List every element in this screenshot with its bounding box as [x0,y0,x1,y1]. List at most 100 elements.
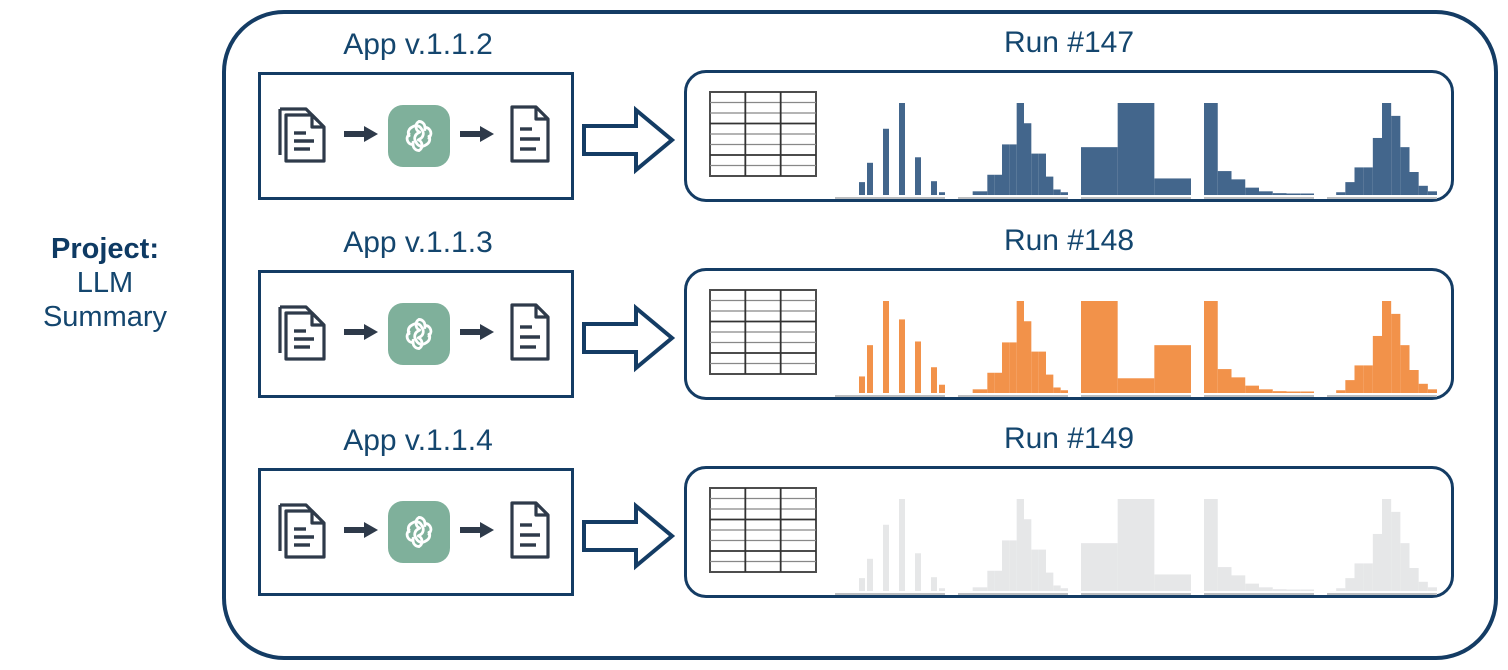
histogram-baseline [1326,395,1437,397]
histogram-sharp-peak [1335,103,1437,195]
run-label-3: Run #149 [1003,422,1135,455]
histogram-sharp-peak [1335,499,1437,591]
histogram-spiky-normal [859,301,946,393]
stacked-documents-icon [278,502,326,559]
document-icon [510,302,550,361]
app-version-label-3: App v.1.1.4 [343,424,493,457]
histogram-baseline [1326,593,1437,595]
stacked-documents-icon [278,304,326,361]
histogram-right-skewed-normal [972,301,1069,393]
histogram-strip-2 [817,271,1451,397]
histogram-right-skewed-normal [958,103,1069,199]
histogram-sharp-peak [1326,499,1437,595]
small-arrow-icon [344,520,378,545]
small-arrow-icon [460,323,494,340]
openai-logo-tile [388,501,450,563]
table-thumbnail-icon [709,486,817,578]
run-panel-2[interactable] [684,268,1454,400]
histogram-baseline [1203,395,1314,397]
run-panel-1[interactable] [684,70,1454,202]
histogram-baseline [958,395,1069,397]
table-thumbnail-icon [709,486,817,573]
app-version-label-1: App v.1.1.2 [343,28,493,61]
block-arrow-icon [582,501,676,571]
histogram-baseline [835,395,946,397]
small-arrow-icon [460,124,494,149]
table-thumbnail-icon [709,90,817,177]
histogram-exponential-decay [1203,499,1314,595]
pipeline-row-1: App v.1.1.2 Run #147 [222,24,1498,224]
app-version-label-2: App v.1.1.3 [343,226,493,259]
histogram-three-bar [1080,301,1191,397]
histogram-baseline [835,593,946,595]
histogram-right-skewed-normal [972,103,1069,195]
stacked-documents-icon [276,299,334,370]
small-arrow-icon [460,322,494,347]
histogram-baseline [835,197,946,199]
run-panel-3[interactable] [684,466,1454,598]
histogram-baseline [1080,197,1191,199]
histogram-spiky-normal [835,301,946,397]
flow-arrow-1 [580,100,676,185]
small-arrow-icon [344,323,378,340]
histogram-sharp-peak [1335,301,1437,393]
histogram-baseline [1203,197,1314,199]
block-arrow-icon [582,303,676,373]
openai-logo-icon [405,318,433,350]
project-label-line-1: LLM [76,267,134,300]
pipeline-row-2: App v.1.1.3 Run #148 [222,222,1498,422]
histogram-spiky-normal [859,103,946,195]
histogram-exponential-decay [1203,103,1314,195]
small-arrow-icon [344,124,378,149]
small-arrow-icon [460,521,494,538]
histogram-right-skewed-normal [972,499,1069,591]
histogram-baseline [958,593,1069,595]
openai-logo-icon [405,516,433,548]
flow-arrow-2 [580,298,676,383]
app-box-2[interactable] [258,270,574,398]
histogram-three-bar [1080,499,1191,591]
project-label: Project: LLM Summary [0,232,210,335]
small-arrow-icon [460,520,494,545]
histogram-spiky-normal [835,499,946,595]
histogram-exponential-decay [1203,301,1314,397]
small-arrow-icon [344,125,378,142]
histogram-sharp-peak [1326,301,1437,397]
stacked-documents-icon [276,497,334,568]
histogram-exponential-decay [1203,103,1314,199]
run-label-2: Run #148 [1003,224,1135,257]
document-icon [504,299,556,370]
histogram-spiky-normal [835,103,946,199]
histogram-exponential-decay [1203,301,1314,393]
histogram-baseline [1326,197,1437,199]
histogram-baseline [1080,395,1191,397]
project-label-title: Project: [51,233,159,265]
histogram-right-skewed-normal [958,301,1069,397]
histogram-right-skewed-normal [958,499,1069,595]
openai-logo-tile [388,303,450,365]
histogram-three-bar [1080,499,1191,595]
project-label-line-2: Summary [42,301,168,334]
table-thumbnail-icon [709,90,817,182]
run-label-1: Run #147 [1003,26,1135,59]
table-thumbnail-icon [709,288,817,380]
openai-logo-icon [405,120,433,152]
histogram-three-bar [1080,103,1191,195]
pipeline-row-3: App v.1.1.4 Run #149 [222,420,1498,620]
openai-logo-tile [388,105,450,167]
app-box-3[interactable] [258,468,574,596]
histogram-exponential-decay [1203,499,1314,591]
histogram-baseline [958,197,1069,199]
histogram-strip-3 [817,469,1451,595]
stacked-documents-icon [276,101,334,172]
small-arrow-icon [344,322,378,347]
app-box-1[interactable] [258,72,574,200]
histogram-strip-1 [817,73,1451,199]
histogram-sharp-peak [1326,103,1437,199]
histogram-spiky-normal [859,499,946,591]
small-arrow-icon [460,125,494,142]
block-arrow-icon [582,105,676,175]
histogram-three-bar [1080,301,1191,393]
small-arrow-icon [344,521,378,538]
pipeline-container [222,10,1498,660]
